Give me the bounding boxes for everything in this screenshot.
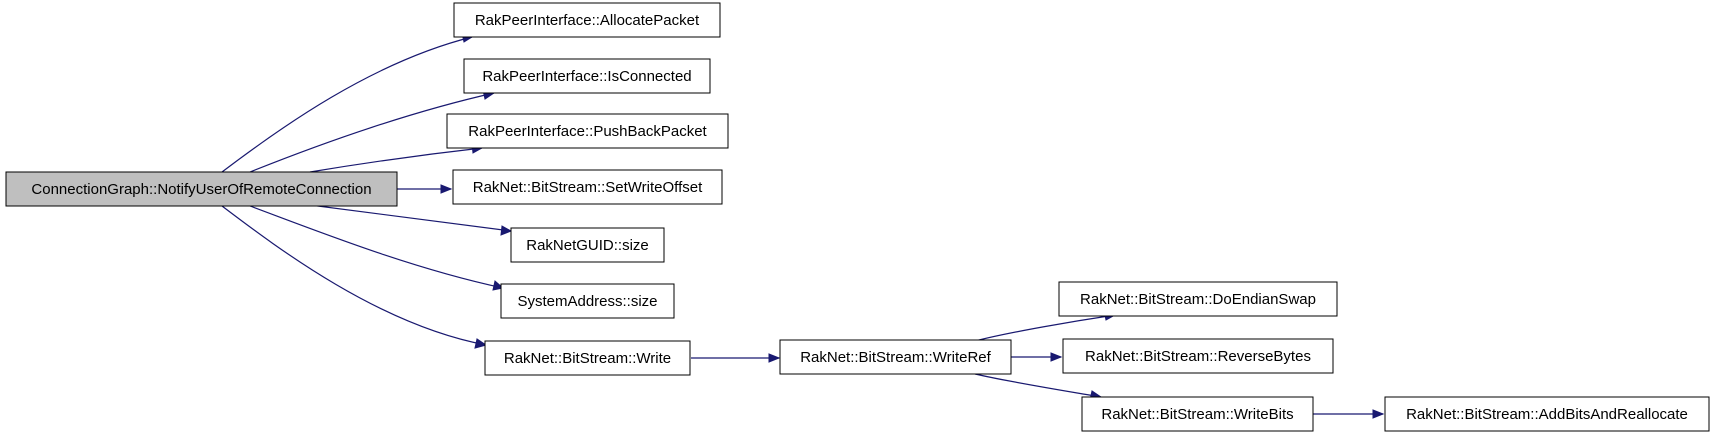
edge-write-ref-to-reverse-bytes (1011, 352, 1063, 362)
edge-root-to-write (221, 205, 488, 349)
node-is-connected[interactable]: RakPeerInterface::IsConnected (463, 58, 711, 94)
node-label: RakNet::BitStream::WriteBits (1101, 406, 1293, 423)
node-label: RakNet::BitStream::DoEndianSwap (1080, 291, 1316, 308)
edge-write-ref-to-write-bits (974, 373, 1103, 401)
node-write-ref[interactable]: RakNet::BitStream::WriteRef (779, 339, 1012, 375)
node-label: ConnectionGraph::NotifyUserOfRemoteConne… (31, 181, 371, 198)
edge-root-to-systemaddress-size (249, 205, 505, 291)
edge-write-to-write-ref (691, 353, 781, 363)
edge-root-to-raknetguid-size (309, 204, 513, 236)
node-write-bits[interactable]: RakNet::BitStream::WriteBits (1081, 396, 1314, 432)
node-reverse-bytes[interactable]: RakNet::BitStream::ReverseBytes (1062, 338, 1334, 374)
node-push-back-packet[interactable]: RakPeerInterface::PushBackPacket (446, 113, 729, 149)
edge-root-to-set-write-offset (397, 184, 453, 194)
node-label: RakNet::BitStream::SetWriteOffset (473, 179, 703, 196)
node-write[interactable]: RakNet::BitStream::Write (484, 340, 691, 376)
edge-write-bits-to-add-bits (1313, 409, 1385, 419)
node-systemaddress-size[interactable]: SystemAddress::size (500, 283, 675, 319)
node-label: RakNet::BitStream::WriteRef (800, 349, 991, 366)
node-label: RakNet::BitStream::Write (504, 350, 671, 367)
node-label: RakPeerInterface::IsConnected (482, 68, 691, 85)
node-notify-user-of-remote-connection[interactable]: ConnectionGraph::NotifyUserOfRemoteConne… (5, 171, 398, 207)
node-add-bits-and-reallocate[interactable]: RakNet::BitStream::AddBitsAndReallocate (1384, 396, 1710, 432)
node-label: RakNet::BitStream::ReverseBytes (1085, 348, 1311, 365)
node-raknetguid-size[interactable]: RakNetGUID::size (510, 227, 665, 263)
node-set-write-offset[interactable]: RakNet::BitStream::SetWriteOffset (452, 169, 723, 205)
node-label: RakPeerInterface::AllocatePacket (475, 12, 700, 29)
node-label: SystemAddress::size (517, 293, 657, 310)
node-label: RakNet::BitStream::AddBitsAndReallocate (1406, 406, 1688, 423)
node-label: RakNetGUID::size (526, 237, 649, 254)
node-allocate-packet[interactable]: RakPeerInterface::AllocatePacket (453, 2, 721, 38)
node-do-endian-swap[interactable]: RakNet::BitStream::DoEndianSwap (1058, 281, 1338, 317)
node-label: RakPeerInterface::PushBackPacket (468, 123, 707, 140)
edge-root-to-allocate-packet (221, 32, 474, 173)
